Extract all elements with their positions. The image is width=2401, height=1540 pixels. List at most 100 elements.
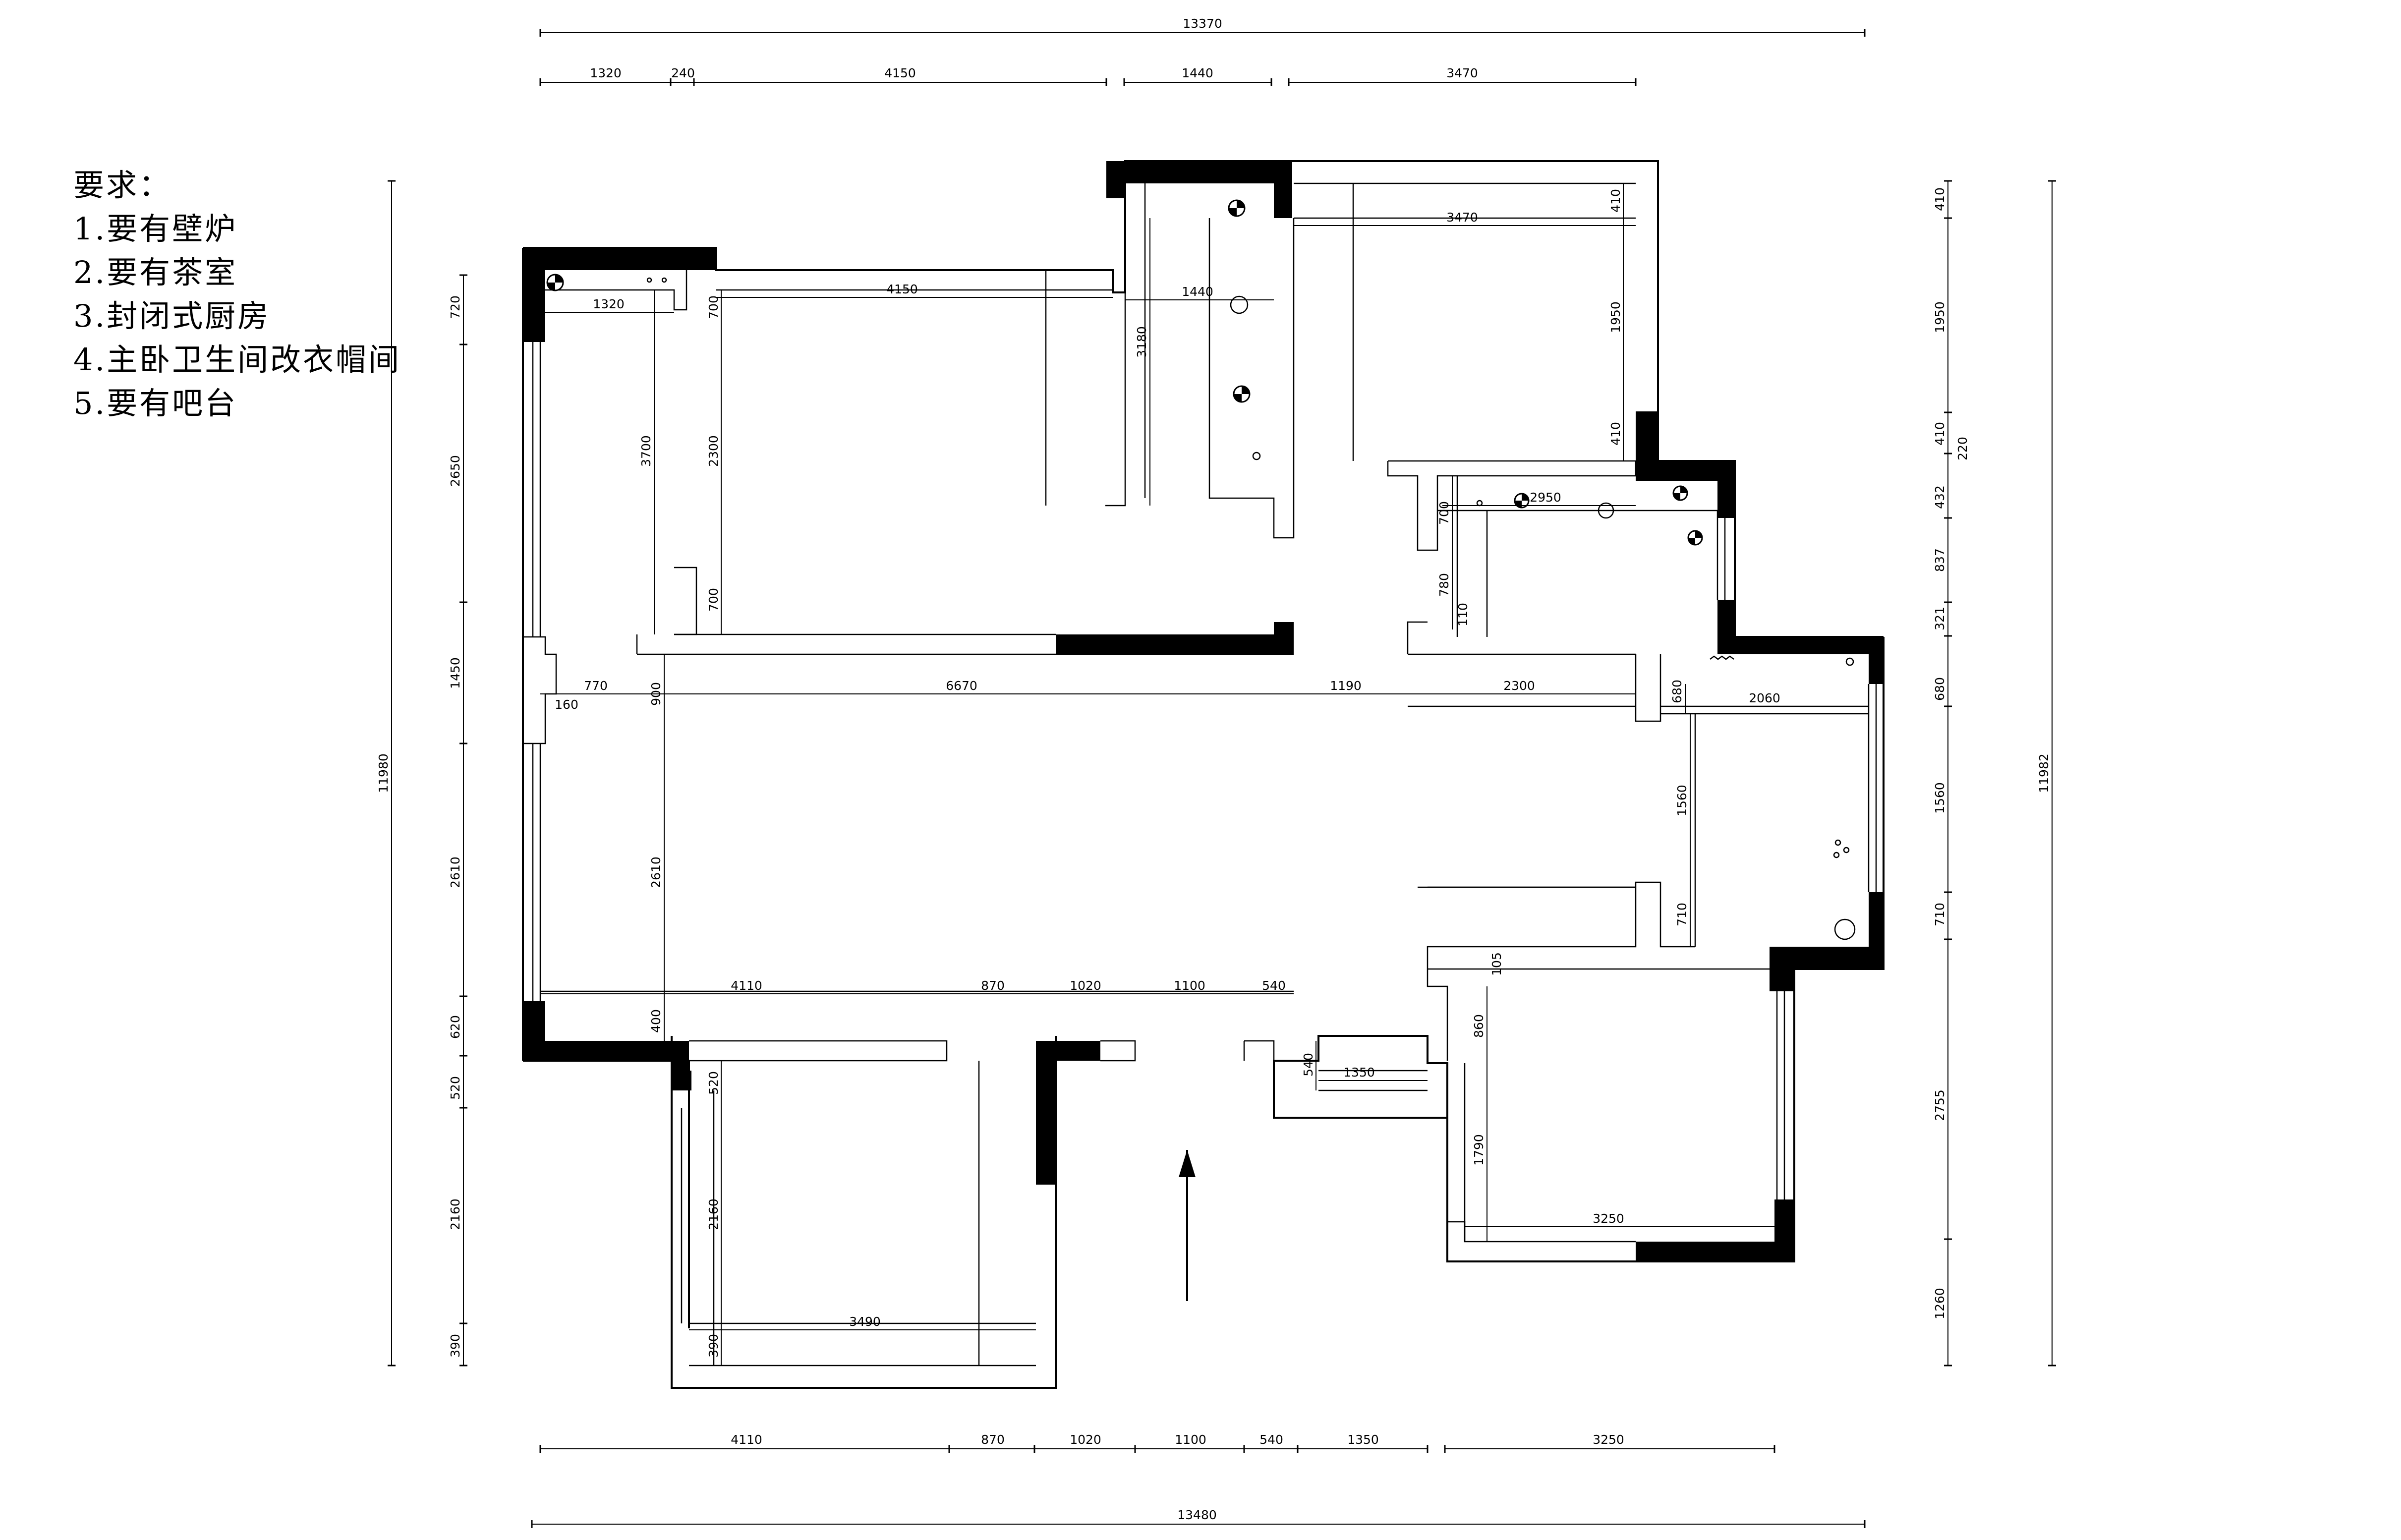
dim-inner-2950: 2950 [1530, 490, 1561, 505]
dim-bottom-3250: 3250 [1593, 1432, 1624, 1447]
left-dimension-chain: 11980 720 2650 1450 2610 620 520 2160 39… [376, 180, 467, 1367]
requirement-2: 2.要有茶室 [73, 254, 238, 290]
structural-columns [523, 161, 1884, 1261]
dim-inner-1440: 1440 [1182, 285, 1213, 299]
pipe-icon [646, 277, 652, 283]
dim-inner-900: 900 [649, 682, 663, 706]
drain-icon [1233, 385, 1251, 403]
dim-left-520: 520 [448, 1076, 462, 1100]
entry-arrow-icon [1179, 1150, 1196, 1301]
dim-inner-870: 870 [981, 978, 1005, 993]
dim-right-2755: 2755 [1933, 1089, 1947, 1121]
dim-inner-390: 390 [706, 1334, 721, 1358]
dim-left-1450: 1450 [448, 657, 462, 689]
dim-inner-3250: 3250 [1593, 1211, 1624, 1226]
pipe-icon [1252, 452, 1261, 460]
drain-icon [1514, 493, 1530, 509]
dim-inner-1020: 1020 [1070, 978, 1101, 993]
dim-right-680: 680 [1933, 677, 1947, 701]
dim-right-837: 837 [1933, 548, 1947, 572]
dim-top-1320: 1320 [590, 66, 622, 80]
inner-dimensions: 1320 4150 1440 3470 700 3700 2300 700 31… [540, 183, 1869, 1366]
pipe-icon [1843, 847, 1850, 854]
dim-inner-780: 780 [1437, 573, 1451, 597]
dim-inner-105: 105 [1489, 952, 1504, 976]
pipe-icon [1834, 839, 1841, 846]
pipe-icon [1834, 918, 1856, 940]
right-dimension-chain: 410 1950 410 220 432 837 321 680 1560 71… [1933, 180, 2056, 1367]
dim-left-2610: 2610 [448, 856, 462, 888]
dim-inner-520: 520 [706, 1071, 721, 1095]
dim-inner-2610: 2610 [649, 856, 663, 888]
dim-bottom-1350: 1350 [1347, 1432, 1379, 1447]
pipe-icon [1476, 500, 1483, 507]
dim-top-total: 13370 [1183, 16, 1222, 31]
dim-inner-1320: 1320 [593, 297, 625, 311]
dim-bottom-540: 540 [1259, 1432, 1283, 1447]
dim-left-390: 390 [448, 1334, 462, 1358]
dim-left-2160: 2160 [448, 1198, 462, 1230]
pipe-icon [1230, 295, 1249, 314]
dim-inner-860: 860 [1472, 1014, 1486, 1038]
dim-top-240: 240 [671, 66, 695, 80]
top-dimension-chain: 13370 1320 240 4150 1440 3470 [539, 16, 1866, 86]
drain-icon [1672, 485, 1688, 501]
dim-right-410a: 410 [1933, 187, 1947, 211]
dim-right-321: 321 [1933, 607, 1947, 630]
dim-bottom-total: 13480 [1177, 1508, 1217, 1522]
dim-inner-410b: 410 [1608, 422, 1623, 446]
dim-right-710: 710 [1933, 903, 1947, 926]
dim-left-620: 620 [448, 1015, 462, 1039]
requirements-title: 要求： [73, 167, 172, 203]
requirement-4: 4.主卧卫生间改衣帽间 [73, 342, 401, 378]
dim-bottom-1020: 1020 [1070, 1432, 1101, 1447]
dim-inner-400: 400 [649, 1009, 663, 1033]
dim-top-3470: 3470 [1446, 66, 1478, 80]
dim-inner-2300b: 2300 [1503, 679, 1535, 693]
dim-top-4150: 4150 [884, 66, 916, 80]
dim-inner-700a: 700 [706, 295, 721, 319]
dim-inner-410a: 410 [1608, 189, 1623, 213]
dim-inner-700b: 700 [706, 588, 721, 612]
dim-inner-1350: 1350 [1343, 1065, 1375, 1080]
drain-symbols [546, 199, 1856, 940]
dim-inner-110: 110 [1456, 603, 1470, 627]
bottom-dimension-chain: 4110 870 1020 1100 540 1350 3250 13480 [531, 1432, 1866, 1528]
dim-inner-4150: 4150 [886, 282, 918, 296]
dim-inner-3180: 3180 [1135, 326, 1149, 358]
pipe-icon [1598, 502, 1614, 519]
vent-icon [1710, 655, 1734, 660]
dim-inner-2300: 2300 [706, 435, 721, 467]
dim-inner-3700: 3700 [639, 435, 653, 467]
dim-inner-1790: 1790 [1472, 1134, 1486, 1166]
pipe-icon [661, 277, 667, 283]
dim-inner-1950: 1950 [1608, 301, 1623, 333]
dim-inner-1560: 1560 [1675, 785, 1689, 816]
dim-inner-3470: 3470 [1446, 210, 1478, 225]
dim-top-1440: 1440 [1182, 66, 1213, 80]
dim-right-1950: 1950 [1933, 301, 1947, 333]
dim-right-410b: 410 [1933, 422, 1947, 446]
dim-inner-710: 710 [1675, 903, 1689, 926]
drain-icon [1687, 530, 1703, 546]
pipe-icon [1833, 852, 1840, 858]
dim-inner-540b: 540 [1301, 1053, 1315, 1077]
pipe-icon [1845, 657, 1854, 666]
dim-inner-6670: 6670 [946, 679, 977, 693]
dim-bottom-4110: 4110 [731, 1432, 762, 1447]
dim-inner-680: 680 [1670, 680, 1684, 703]
dim-inner-700c: 700 [1437, 501, 1451, 525]
dim-inner-540a: 540 [1262, 978, 1286, 993]
requirements-list: 要求： 1.要有壁炉 2.要有茶室 3.封闭式厨房 4.主卧卫生间改衣帽间 5.… [73, 164, 401, 425]
dim-inner-1100: 1100 [1174, 978, 1205, 993]
dim-inner-3490: 3490 [849, 1314, 881, 1329]
interior-partitions [540, 182, 1869, 1367]
dim-right-1560: 1560 [1933, 782, 1947, 814]
dim-inner-4110: 4110 [731, 978, 762, 993]
dim-right-432: 432 [1933, 485, 1947, 509]
dim-bottom-1100: 1100 [1175, 1432, 1206, 1447]
dim-left-720: 720 [448, 295, 462, 319]
dim-inner-160: 160 [555, 697, 578, 712]
dim-right-1260: 1260 [1933, 1288, 1947, 1319]
drain-icon [1228, 199, 1246, 217]
